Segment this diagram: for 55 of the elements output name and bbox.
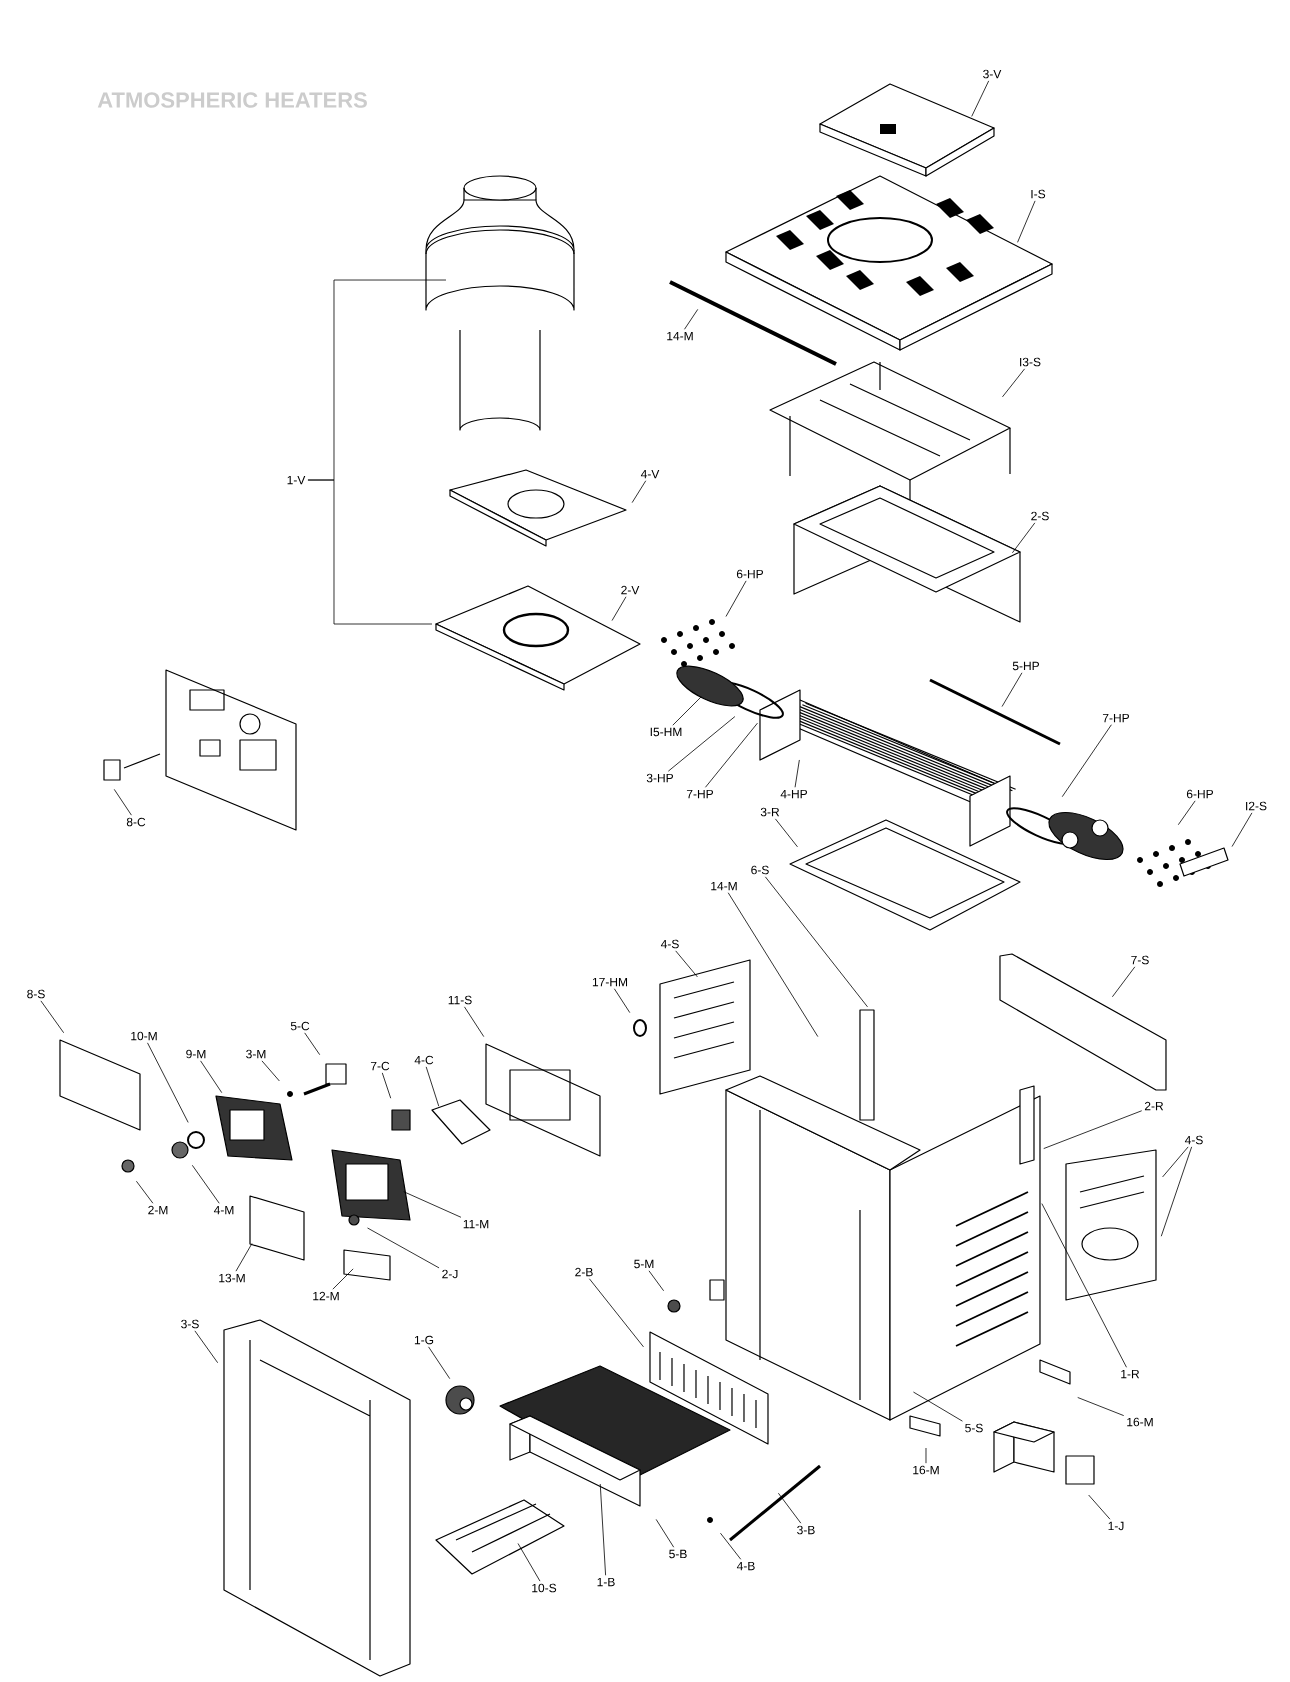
leader-line bbox=[40, 1000, 65, 1034]
leader-line bbox=[613, 988, 631, 1014]
leader-line bbox=[136, 1180, 154, 1204]
leader-line bbox=[1001, 672, 1023, 707]
leader-line bbox=[1162, 1146, 1189, 1178]
leader-line bbox=[1043, 1110, 1143, 1149]
leader-line bbox=[1061, 724, 1112, 798]
leader-line bbox=[672, 696, 702, 726]
leader-line bbox=[403, 1191, 462, 1218]
leader-line bbox=[381, 1072, 392, 1099]
leader-line bbox=[425, 1066, 440, 1107]
leader-line bbox=[1041, 1203, 1127, 1368]
leader-line bbox=[235, 1243, 253, 1272]
leader-line bbox=[764, 876, 868, 1008]
leader-line bbox=[727, 892, 819, 1037]
leader-line bbox=[147, 1042, 189, 1123]
leader-line bbox=[794, 759, 800, 788]
leader-line bbox=[194, 1330, 219, 1364]
leader-line bbox=[925, 1447, 927, 1464]
leader-line bbox=[778, 1492, 802, 1524]
leader-line bbox=[1017, 200, 1036, 243]
leader-line bbox=[428, 1346, 451, 1380]
leader-line bbox=[705, 722, 758, 788]
leader-line bbox=[913, 1391, 963, 1422]
leader-line bbox=[1160, 1146, 1193, 1237]
leader-line bbox=[1077, 1397, 1125, 1416]
leader-line bbox=[517, 1543, 541, 1582]
leader-line bbox=[1012, 522, 1036, 554]
leader-line bbox=[1231, 812, 1253, 847]
leader-line bbox=[1088, 1494, 1111, 1520]
leader-line bbox=[191, 1164, 220, 1204]
leader-line bbox=[200, 1060, 223, 1094]
leader-line bbox=[675, 950, 698, 978]
leader-line bbox=[113, 788, 132, 816]
leader-line bbox=[1002, 368, 1025, 398]
leader-line bbox=[648, 1270, 665, 1292]
leader-line bbox=[684, 308, 699, 330]
leader-line bbox=[655, 1519, 675, 1548]
leader-line bbox=[725, 580, 747, 617]
leader-line bbox=[971, 80, 990, 117]
leader-line bbox=[599, 1483, 606, 1576]
leader-line bbox=[307, 479, 433, 625]
leader-line bbox=[1112, 966, 1136, 998]
leader-line bbox=[367, 1227, 440, 1269]
leader-line bbox=[464, 1006, 485, 1038]
leader-line bbox=[1177, 800, 1196, 826]
leader-line bbox=[631, 480, 647, 504]
leader-line bbox=[332, 1268, 354, 1290]
leader-line bbox=[304, 1032, 321, 1056]
leader-line bbox=[667, 716, 736, 772]
leader-line bbox=[720, 1532, 742, 1560]
leader-line bbox=[589, 1278, 644, 1348]
leader-line bbox=[775, 818, 798, 848]
leader-line bbox=[261, 1060, 280, 1082]
leader-line bbox=[611, 596, 627, 621]
